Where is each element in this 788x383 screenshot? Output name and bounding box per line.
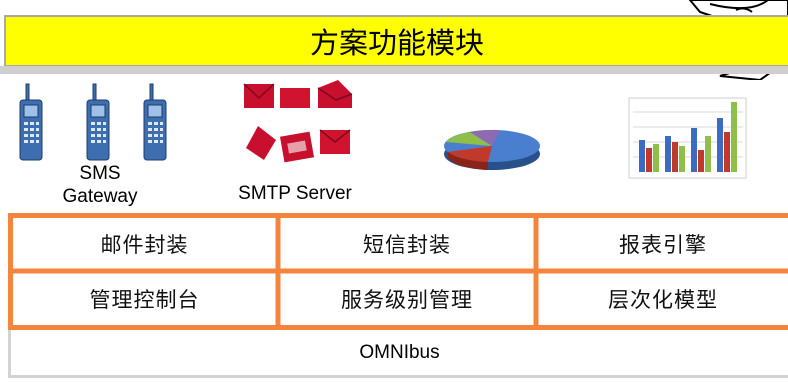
sms-caption-line1: SMS bbox=[79, 163, 121, 184]
envelope-icon bbox=[279, 131, 315, 163]
module-cell-hierarchical-model: 层次化模型 bbox=[608, 288, 718, 312]
page-title: 方案功能模块 bbox=[4, 15, 788, 67]
envelope-icons bbox=[243, 80, 353, 163]
envelope-icon bbox=[317, 80, 353, 108]
title-shadow-band bbox=[0, 66, 788, 74]
bar-chart-icon bbox=[628, 97, 747, 179]
module-cell-report-engine: 报表引擎 bbox=[619, 233, 707, 257]
smtp-server-caption: SMTP Server bbox=[238, 183, 352, 204]
page-title-text: 方案功能模块 bbox=[309, 26, 484, 60]
module-cell-management-console: 管理控制台 bbox=[89, 288, 200, 312]
omnibus-base-layer: OMNIbus bbox=[8, 330, 788, 378]
mobile-phone-icon bbox=[86, 83, 110, 161]
sms-gateway-caption: SMS Gateway bbox=[60, 162, 140, 208]
sms-caption-line2: Gateway bbox=[62, 186, 138, 207]
mobile-phone-icon bbox=[19, 83, 43, 161]
module-grid-lines bbox=[8, 213, 788, 330]
envelope-icon bbox=[319, 129, 351, 154]
omnibus-label: OMNIbus bbox=[359, 341, 440, 363]
module-grid: 邮件封装 短信封装 报表引擎 管理控制台 服务级别管理 层次化模型 bbox=[8, 213, 788, 330]
module-cell-service-level-management: 服务级别管理 bbox=[341, 288, 473, 312]
module-cell-mail-encapsulation: 邮件封装 bbox=[100, 233, 189, 257]
module-cell-sms-encapsulation: 短信封装 bbox=[363, 233, 451, 257]
mobile-phone-icons bbox=[19, 83, 167, 161]
envelope-icon bbox=[246, 126, 276, 160]
mobile-phone-icon bbox=[143, 83, 167, 161]
pie-chart-icon bbox=[444, 129, 540, 170]
envelope-icon bbox=[243, 83, 275, 108]
envelope-icon bbox=[280, 88, 310, 108]
